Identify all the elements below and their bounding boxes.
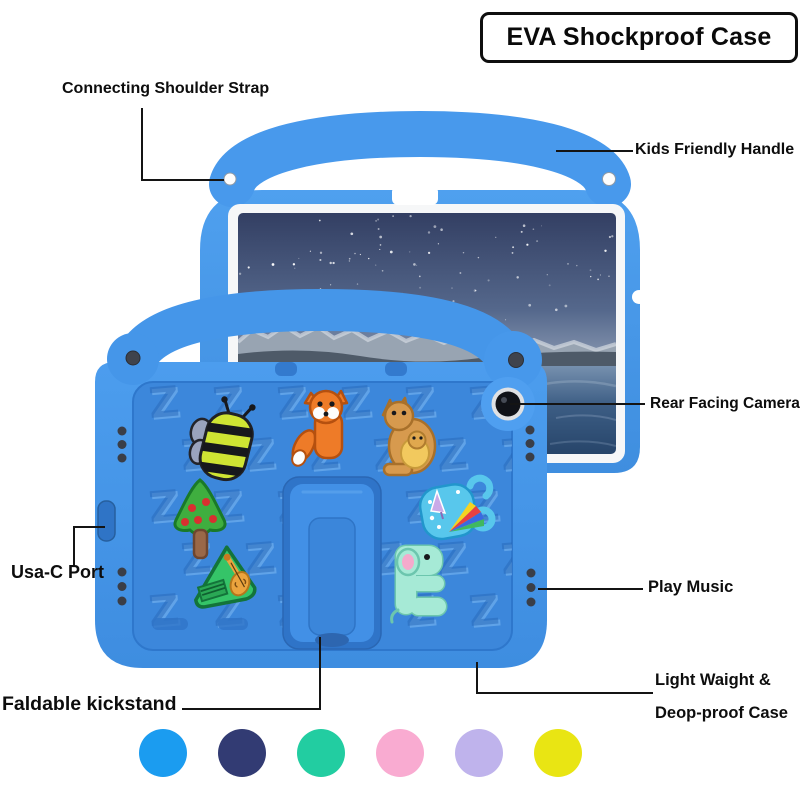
line-usb-port — [73, 526, 105, 566]
color-options — [139, 729, 582, 777]
svg-text:Z: Z — [341, 378, 376, 429]
label-usb-port: Usa-C Port — [11, 562, 105, 582]
svg-text:Z: Z — [435, 428, 470, 479]
label-lightweight-line1: Light Waight & — [655, 671, 771, 689]
usb-c-port — [97, 500, 116, 542]
line-lightweight — [476, 662, 653, 694]
fox-sticker — [291, 389, 349, 467]
case-top-notch — [392, 186, 438, 205]
svg-text:Z: Z — [437, 430, 472, 481]
strap-hole-right — [602, 172, 616, 186]
svg-text:Z: Z — [499, 428, 534, 479]
svg-text:Z: Z — [499, 532, 534, 583]
svg-text:Z: Z — [501, 534, 536, 585]
svg-text:Z: Z — [147, 376, 182, 427]
svg-text:Z: Z — [277, 378, 312, 429]
label-play-music: Play Music — [648, 578, 734, 596]
svg-text:Z: Z — [339, 376, 374, 427]
strap-hole-right — [508, 352, 524, 368]
title-badge: EVA Shockproof Case — [480, 12, 798, 63]
svg-text:Z: Z — [501, 430, 536, 481]
label-kickstand: Faldable kickstand — [2, 693, 177, 715]
strap-hole-left — [125, 350, 141, 366]
speaker-holes — [117, 425, 536, 607]
strap-hole-left — [223, 172, 237, 186]
label-kids-handle: Kids Friendly Handle — [635, 141, 795, 158]
label-shoulder-strap: Connecting Shoulder Strap — [62, 80, 270, 97]
label-lightweight-line2: Deop-proof Case — [655, 704, 788, 722]
side-cutout — [632, 290, 646, 304]
bee-sticker — [188, 396, 256, 482]
elephant-sticker — [390, 544, 448, 624]
svg-text:Z: Z — [467, 584, 502, 635]
svg-text:Z: Z — [245, 534, 280, 585]
color-swatch-navy[interactable] — [218, 729, 266, 777]
kickstand — [282, 476, 382, 650]
kangaroo-sticker — [381, 396, 437, 477]
label-lightweight: Light Waight & Deop-proof Case — [655, 664, 788, 730]
apple-tree-sticker — [173, 478, 227, 560]
cup-with-umbrellas-sticker — [418, 474, 496, 541]
title-text: EVA Shockproof Case — [506, 23, 772, 51]
line-kickstand — [182, 637, 321, 710]
violin-wedge-sticker — [194, 545, 257, 609]
svg-text:Z: Z — [469, 586, 504, 637]
front-case: ZZZZZZZZZZZZZZZZZZZZZZZZZZZZZZZZZZZZZZZZ… — [95, 288, 547, 668]
front-case-handle — [114, 288, 528, 383]
back-case-handle — [209, 110, 631, 207]
svg-text:Z: Z — [275, 376, 310, 427]
color-swatch-yellow[interactable] — [534, 729, 582, 777]
label-rear-camera: Rear Facing Camera — [650, 395, 800, 412]
rear-camera — [481, 377, 535, 431]
color-swatch-blue[interactable] — [139, 729, 187, 777]
color-swatch-pink[interactable] — [376, 729, 424, 777]
svg-text:Z: Z — [149, 378, 184, 429]
kickstand-notch — [315, 633, 349, 647]
callout-lines — [73, 108, 653, 710]
color-swatch-teal[interactable] — [297, 729, 345, 777]
color-swatch-lavender[interactable] — [455, 729, 503, 777]
camera-lens — [495, 391, 521, 417]
line-shoulder-strap — [141, 108, 224, 181]
